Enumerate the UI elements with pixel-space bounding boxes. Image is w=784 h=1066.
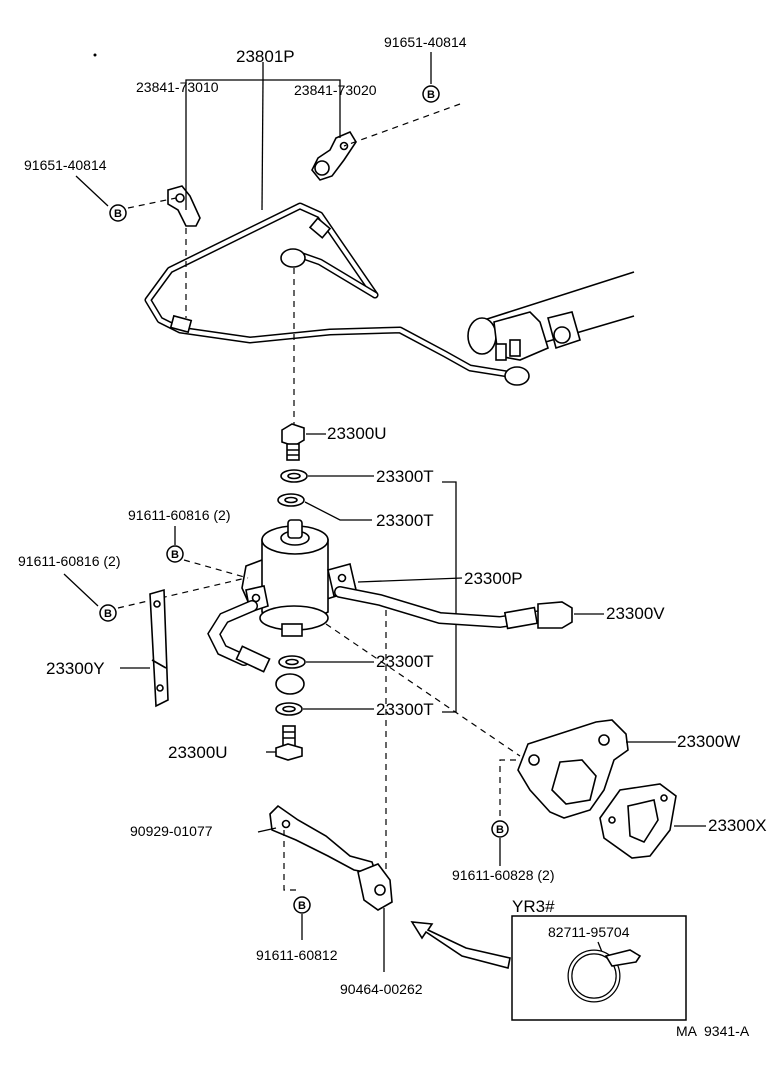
bolt-mid-1-callout: 91611-60816 (2) B (128, 507, 249, 579)
bolt-top-right-callout: 91651-40814 B (343, 34, 467, 147)
union-bolt-top-label: 23300U (327, 424, 387, 443)
pump-label: 23300P (464, 569, 523, 588)
insulator-label: 23300X (708, 816, 767, 835)
bolt-marker-letter: B (171, 549, 179, 561)
bolt-top-left-callout: 91651-40814 B (24, 157, 177, 222)
tube-banjo-upper (280, 248, 306, 268)
bolt-bottom-right-label: 91611-60828 (2) (452, 867, 554, 883)
bolt-marker-icon (422, 85, 440, 103)
gasket-4-label: 23300T (376, 700, 434, 719)
lower-clamp-label: 90929-01077 (130, 823, 213, 839)
tube-clamp-left (167, 185, 201, 227)
bracket-right-label: 23300W (677, 732, 740, 751)
bracket-right: 23300W (517, 719, 740, 819)
tube-assembly-label: 23801P (236, 47, 295, 66)
bolt-marker-icon (166, 545, 184, 563)
variant-inset: YR3# 82711-95704 (511, 897, 687, 1021)
bolt-top-right-label: 91651-40814 (384, 34, 467, 50)
clamp-right-label: 23841-73020 (294, 82, 377, 98)
bolt-marker-letter: B (104, 608, 112, 620)
bolt-marker-icon (109, 204, 127, 222)
fuel-tube-assembly (144, 202, 530, 386)
gasket-1: 23300T (280, 467, 434, 486)
bolt-mid-2-callout: 91611-60816 (2) B (18, 553, 247, 622)
gasket-2-label: 23300T (376, 511, 434, 530)
fuel-pump: 23300V 23300P (207, 519, 665, 695)
bracket-left: 23300Y (46, 588, 169, 708)
bolt-marker-icon (491, 820, 509, 838)
bolt-marker-letter: B (427, 89, 435, 101)
gasket-4: 23300T (275, 700, 434, 719)
gasket-1-label: 23300T (376, 467, 434, 486)
tube-clamp-right (311, 130, 357, 181)
gasket-group-bracket (442, 481, 457, 713)
gasket-3: 23300T (278, 652, 434, 671)
alignment-line-diagonal (325, 623, 521, 757)
bolt-lower-label: 91611-60812 (256, 947, 338, 963)
bolt-lower-callout: B 91611-60812 (256, 830, 338, 963)
tube-sleeve-left (169, 314, 193, 334)
bolt-marker-icon (293, 896, 311, 914)
clamp-left-label: 23841-73010 (136, 79, 219, 95)
union-bolt-top: 23300U (281, 423, 387, 461)
bolt-marker-letter: B (496, 824, 504, 836)
variant-label: YR3# (512, 897, 555, 916)
bolt-marker-letter: B (114, 208, 122, 220)
stray-dot (93, 53, 97, 57)
tube-banjo-right (504, 366, 530, 386)
lower-clip: 90464-00262 (340, 863, 423, 997)
tube-assembly-callout: 23801P 23841-73010 23841-73020 (136, 47, 377, 211)
drawing-code: MA 9341-A (676, 1023, 750, 1039)
bracket-left-label: 23300Y (46, 659, 105, 678)
bolt-mid-2-label: 91611-60816 (2) (18, 553, 120, 569)
insulator-gasket: 23300X (599, 783, 767, 859)
bolt-marker-icon (99, 604, 117, 622)
tube-sleeve-right (308, 217, 332, 239)
bolt-mid-1-label: 91611-60816 (2) (128, 507, 230, 523)
bolt-marker-letter: B (298, 900, 306, 912)
lower-clip-label: 90464-00262 (340, 981, 423, 997)
band-clamp-label: 82711-95704 (548, 924, 630, 940)
lower-clamp: 90929-01077 (130, 804, 378, 876)
fuel-rail-section (467, 271, 635, 361)
bolt-bottom-right-callout: B 91611-60828 (2) (452, 759, 554, 883)
gasket-2: 23300T (277, 493, 434, 530)
union-bolt-bottom: 23300U (168, 725, 303, 762)
band-clamp (567, 949, 642, 1003)
variant-box (511, 915, 687, 1021)
variant-arrow (410, 921, 511, 969)
bolt-top-left-label: 91651-40814 (24, 157, 107, 173)
union-bolt-bottom-label: 23300U (168, 743, 228, 762)
gasket-3-label: 23300T (376, 652, 434, 671)
hose-fitting-label: 23300V (606, 604, 665, 623)
